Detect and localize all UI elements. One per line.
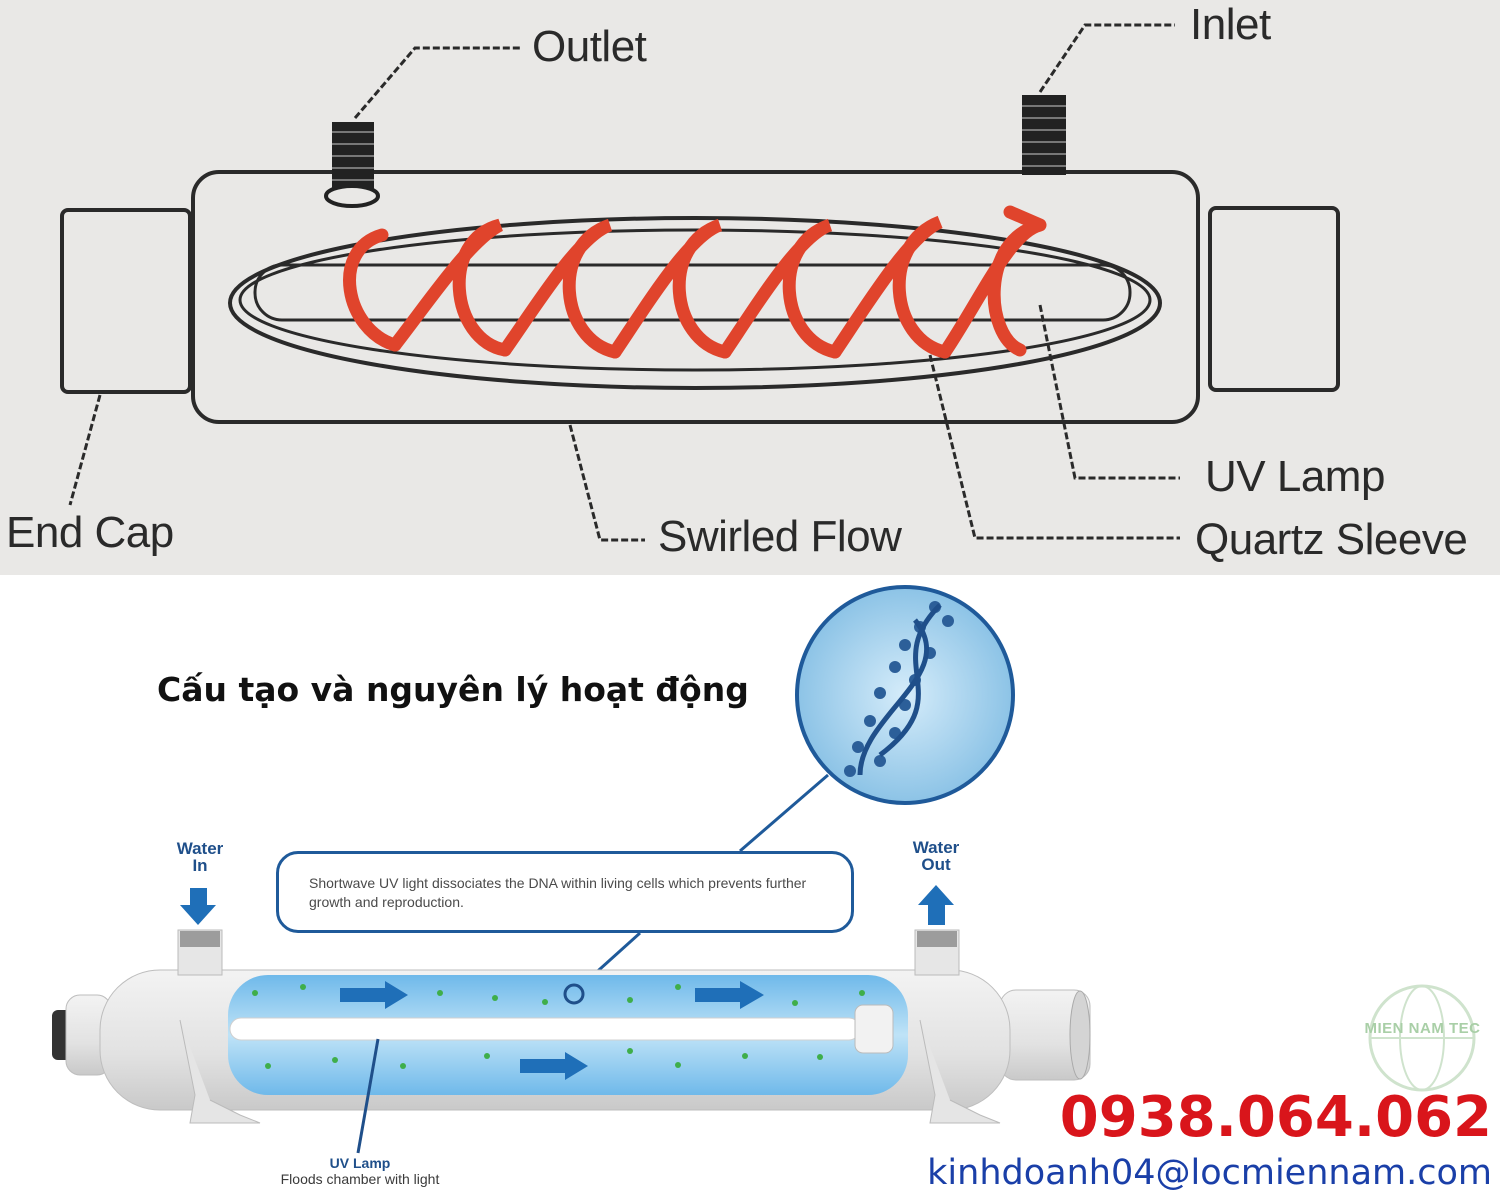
target-particle [563, 983, 585, 1005]
water-in-line1: Water [176, 839, 224, 858]
uv-lamp-tube [229, 1017, 861, 1041]
quartz-sleeve-inner [238, 228, 1152, 372]
end-cap-label: End Cap [6, 508, 174, 557]
uv-lamp-label: UV Lamp [1205, 452, 1385, 501]
water-out-line1: Water [912, 838, 960, 857]
email-address[interactable]: kinhdoanh04@locmiennam.com [927, 1153, 1492, 1193]
uv-lamp-pointer [356, 1038, 380, 1154]
swirled-flow-leader [568, 424, 645, 542]
quartz-sleeve-label: Quartz Sleeve [1195, 515, 1468, 564]
quartz-sleeve-shape [228, 216, 1162, 390]
dna-magnifier [795, 585, 1015, 805]
top-diagram-drawing [60, 23, 1340, 542]
uv-lamp-leader [1038, 304, 1180, 480]
phone-number[interactable]: 0938.064.062 [1059, 1085, 1492, 1150]
inlet-label: Inlet [1190, 0, 1271, 49]
inlet-leader [1038, 23, 1175, 93]
water-in-arrow [180, 888, 216, 925]
uv-lamp-caption-title: UV Lamp [329, 1155, 391, 1171]
outlet-label: Outlet [532, 22, 647, 71]
uv-lamp-caption-desc: Floods chamber with light [280, 1171, 440, 1187]
water-out-label: Water Out [896, 839, 976, 873]
housing-body [191, 170, 1200, 424]
quartz-sleeve-leader [928, 354, 1180, 540]
bottom-diagram-panel: Cấu tạo và nguyên lý hoạt động Water In … [0, 575, 1500, 1200]
inlet-port [1022, 95, 1066, 175]
end-cap-left [60, 208, 192, 394]
water-in-line2: In [192, 856, 208, 875]
uv-callout-box: Shortwave UV light dissociates the DNA w… [276, 851, 854, 933]
brand-watermark: MIEN NAM TEC [1350, 980, 1495, 1095]
outlet-port [324, 122, 380, 208]
particles [252, 984, 865, 1069]
top-diagram-panel: Outlet Inlet End Cap Swirled Flow UV Lam… [0, 0, 1500, 575]
dna-connector [739, 773, 829, 853]
end-cap-right [1208, 206, 1340, 392]
outlet-leader [353, 46, 520, 119]
end-cap-leader [68, 394, 102, 506]
watermark-text: MIEN NAM TEC [1364, 1020, 1481, 1037]
swirled-flow-label: Swirled Flow [658, 512, 902, 561]
section-title: Cấu tạo và nguyên lý hoạt động [157, 670, 749, 709]
water-out-arrow [918, 885, 954, 925]
flow-arrows [340, 981, 764, 1080]
bottom-diagram-drawing [52, 585, 1091, 1154]
swirled-flow-shape [343, 205, 1047, 359]
water-in-label: Water In [160, 840, 240, 874]
support-right [919, 1019, 1001, 1124]
water-out-line2: Out [921, 855, 951, 874]
globe-icon [1368, 984, 1476, 1092]
uv-lamp-caption: UV Lamp Floods chamber with light [250, 1155, 470, 1187]
support-left [179, 1019, 261, 1124]
